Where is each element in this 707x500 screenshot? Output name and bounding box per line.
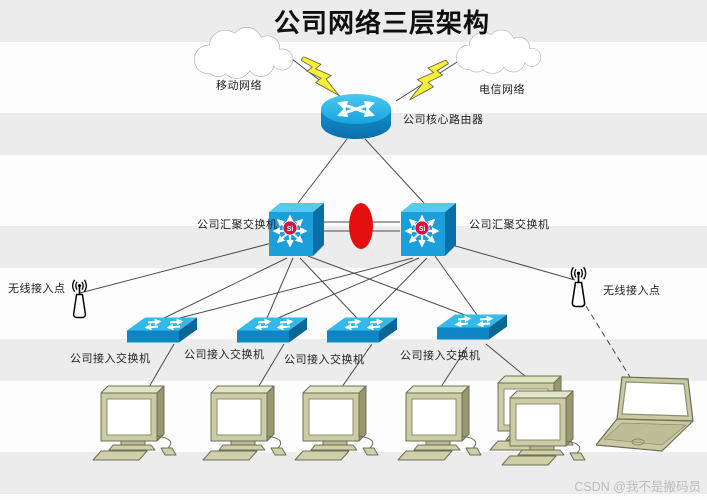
diagram-title: 公司网络三层架构: [273, 9, 491, 38]
pc-4-icon: [396, 385, 486, 461]
access-switch-2-label: 公司接入交换机: [184, 349, 265, 361]
wireless-ap-right-label: 无线接入点: [603, 285, 661, 297]
core-to-aggregation-links: [297, 138, 425, 204]
watermark: CSDN @我不是搬码员: [574, 480, 701, 494]
access-switch-1-label: 公司接入交换机: [70, 353, 151, 365]
laptop-icon: [596, 375, 696, 453]
wireless-link: [585, 305, 639, 391]
trunk-ellipse: [349, 203, 373, 249]
access-switch-4-label: 公司接入交换机: [400, 350, 481, 362]
aggregation-to-ap-links: [79, 242, 576, 294]
core-router-label: 公司核心路由器: [403, 114, 484, 126]
wireless-ap-left-icon: [66, 274, 93, 319]
wireless-ap-right-icon: [565, 261, 592, 308]
aggregation-switch-right-icon: [399, 200, 457, 258]
cloud-mobile-network-label: 移动网络: [216, 80, 262, 92]
pc-1-icon: [91, 385, 181, 461]
pc-3-icon: [293, 385, 383, 461]
access-switch-2-icon: [237, 316, 309, 347]
aggregation-switch-left-label: 公司汇聚交换机: [197, 219, 278, 231]
aggregation-to-access-links: [159, 255, 478, 321]
access-switch-1-icon: [127, 316, 199, 347]
core-router-icon: [319, 93, 393, 141]
aggregation-switch-right-label: 公司汇聚交换机: [469, 219, 550, 231]
access-switch-3-icon: [327, 316, 399, 347]
lightning-left-icon: [301, 56, 339, 97]
access-switch-4-icon: [437, 313, 509, 344]
pc-cluster-front-icon: [499, 390, 591, 466]
pc-2-icon: [201, 385, 291, 461]
access-switch-3-label: 公司接入交换机: [284, 354, 365, 366]
cloud-telecom-network-label: 电信网络: [479, 84, 525, 96]
lightning-right-icon: [404, 60, 454, 101]
wireless-ap-left-label: 无线接入点: [8, 283, 66, 295]
